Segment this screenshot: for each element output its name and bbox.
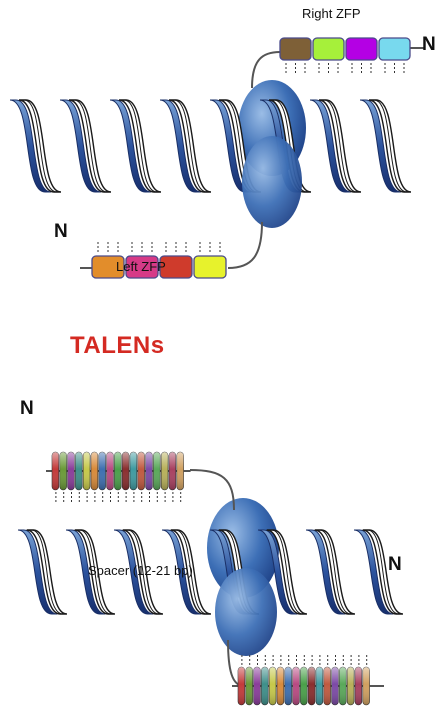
zfn-right-finger bbox=[280, 38, 311, 60]
talen-bottom-repeat-shine bbox=[363, 667, 370, 705]
talen-bottom-repeat-shine bbox=[300, 667, 307, 705]
talen-top-repeat-shine bbox=[169, 452, 176, 490]
talen-top-repeat-shine bbox=[99, 452, 106, 490]
talen-bottom-repeat-shine bbox=[308, 667, 315, 705]
talen-top-repeat-shine bbox=[138, 452, 145, 490]
talen-bottom-repeat-shine bbox=[277, 667, 284, 705]
talen-bottom-repeat-shine bbox=[269, 667, 276, 705]
talen-nuclease-domain-front bbox=[215, 568, 277, 656]
talen-bottom-repeat-shine bbox=[293, 667, 300, 705]
spacer-label: Spacer (12-21 bp) bbox=[88, 563, 193, 578]
zfn-right-finger bbox=[313, 38, 344, 60]
talens-title: TALENs bbox=[70, 332, 165, 360]
talen-bottom-repeat-shine bbox=[355, 667, 362, 705]
zfn-dna-helix bbox=[10, 100, 411, 192]
zfn-nuclease-domain-front bbox=[242, 136, 302, 228]
zfn-left-finger bbox=[194, 256, 226, 278]
talen-top-repeat-shine bbox=[107, 452, 114, 490]
talen-top-repeat-shine bbox=[130, 452, 137, 490]
talen-bottom-repeat-shine bbox=[261, 667, 268, 705]
talen-top-repeat-shine bbox=[52, 452, 59, 490]
talen-bottom-repeat-shine bbox=[246, 667, 253, 705]
left-zfp-label: Left ZFP bbox=[116, 259, 166, 274]
talen-top-repeat-shine bbox=[161, 452, 168, 490]
talen-top-repeat-shine bbox=[68, 452, 75, 490]
talen-bottom-repeat-shine bbox=[254, 667, 261, 705]
zfn-left-n-terminus: N bbox=[54, 221, 68, 243]
talen-bottom-repeat-shine bbox=[238, 667, 245, 705]
talen-right-n-terminus: N bbox=[388, 554, 402, 576]
talen-top-repeat-shine bbox=[91, 452, 98, 490]
zfn-right-finger bbox=[346, 38, 377, 60]
talen-bottom-repeat-array bbox=[232, 655, 377, 705]
talen-left-n-terminus: N bbox=[20, 398, 34, 420]
talen-top-repeat-shine bbox=[122, 452, 129, 490]
zfn-right-zinc-fingers bbox=[280, 38, 410, 74]
zfn-diagram bbox=[10, 38, 424, 278]
talen-bottom-repeat-shine bbox=[316, 667, 323, 705]
talen-top-repeat-shine bbox=[153, 452, 160, 490]
talen-top-repeat-array bbox=[46, 452, 191, 502]
talen-bottom-repeat-shine bbox=[339, 667, 346, 705]
zfn-right-finger bbox=[379, 38, 410, 60]
right-zfp-label: Right ZFP bbox=[302, 6, 361, 21]
zfn-right-n-terminus: N bbox=[422, 34, 436, 56]
talen-bottom-repeat-shine bbox=[285, 667, 292, 705]
talen-diagram bbox=[18, 452, 403, 705]
talen-top-repeat-shine bbox=[75, 452, 82, 490]
zfn-left-linker bbox=[228, 222, 262, 268]
talen-bottom-repeat-shine bbox=[324, 667, 331, 705]
talen-top-repeat-shine bbox=[60, 452, 67, 490]
talen-bottom-repeat-shine bbox=[332, 667, 339, 705]
talen-top-repeat-shine bbox=[177, 452, 184, 490]
talen-top-repeat-shine bbox=[83, 452, 90, 490]
talen-top-repeat-shine bbox=[114, 452, 121, 490]
talen-bottom-repeat-shine bbox=[347, 667, 354, 705]
talen-top-repeat-shine bbox=[146, 452, 153, 490]
